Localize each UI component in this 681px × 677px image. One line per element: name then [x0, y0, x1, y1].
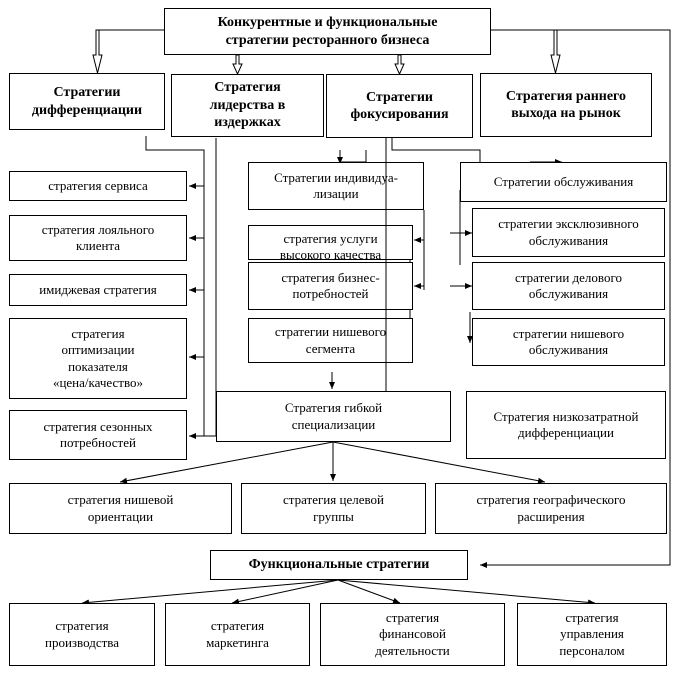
cost-leadership-box: Стратегия лидерства в издержках: [171, 74, 324, 137]
loyal-client-strategy-box: стратегия лояльного клиента: [9, 215, 187, 261]
hollow-arrow: [232, 54, 243, 76]
target-group-box: стратегия целевой группы: [241, 483, 426, 534]
individualization-box: Стратегии индивидуа- лизации: [248, 162, 424, 210]
service-strategy-box: стратегия сервиса: [9, 171, 187, 201]
production-strategy-box: стратегия производства: [9, 603, 155, 666]
price-quality-strategy-box: стратегия оптимизации показателя «цена/к…: [9, 318, 187, 399]
marketing-strategy-box: стратегия маркетинга: [165, 603, 310, 666]
niche-service-box: стратегии нишевого обслуживания: [472, 318, 665, 366]
hollow-arrow: [92, 29, 103, 74]
niche-orientation-box: стратегия нишевой ориентации: [9, 483, 232, 534]
early-exit-box: Стратегия раннего выхода на рынок: [480, 73, 652, 137]
seasonal-needs-strategy-box: стратегия сезонных потребностей: [9, 410, 187, 460]
image-strategy-box: имиджевая стратегия: [9, 274, 187, 306]
niche-segment-box: стратегии нишевого сегмента: [248, 318, 413, 363]
flexible-specialization-box: Стратегия гибкой специализации: [216, 391, 451, 442]
functional-strategies-box: Функциональные стратегии: [210, 550, 468, 580]
business-needs-box: стратегия бизнес- потребностей: [248, 262, 413, 310]
personnel-strategy-box: стратегия управления персоналом: [517, 603, 667, 666]
focusing-box: Стратегии фокусирования: [326, 74, 473, 138]
differentiation-box: Стратегии дифференциации: [9, 73, 165, 130]
finance-strategy-box: стратегия финансовой деятельности: [320, 603, 505, 666]
geographic-expansion-box: стратегия географического расширения: [435, 483, 667, 534]
hollow-arrow: [394, 54, 405, 76]
high-quality-service-box: стратегия услуги высокого качества: [248, 225, 413, 260]
service-group-box: Стратегии обслуживания: [460, 162, 667, 202]
low-cost-differentiation-box: Стратегия низкозатратной дифференциации: [466, 391, 666, 459]
business-service-box: стратегии делового обслуживания: [472, 262, 665, 310]
diagram-title: Конкурентные и функциональные стратегии …: [164, 8, 491, 55]
hollow-arrow: [550, 29, 561, 74]
exclusive-service-box: стратегии эксклюзивного обслуживания: [472, 208, 665, 257]
